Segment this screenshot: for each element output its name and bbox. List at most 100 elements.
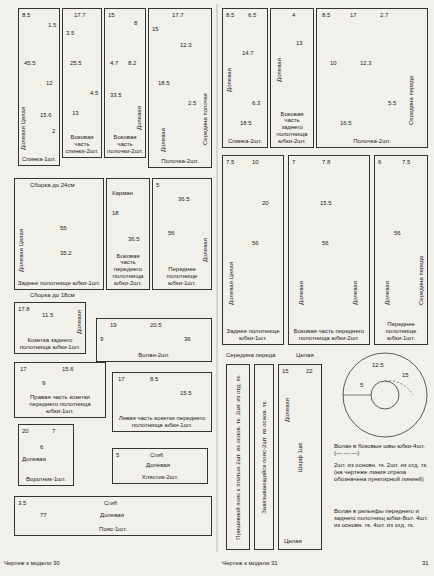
- dimension: 6.5: [248, 12, 256, 19]
- dimension: 17: [350, 12, 357, 19]
- dimension: 9: [42, 380, 45, 387]
- pattern-label: Долевая Целая: [228, 262, 235, 305]
- pattern-label: Долевая: [384, 281, 391, 305]
- dimension: 17: [20, 366, 27, 373]
- piece-name: Левая часть кокетки переднего полотнища …: [115, 415, 209, 429]
- dimension: 33.5: [110, 92, 122, 99]
- piece-name: Правая часть кокетки переднего полотнища…: [17, 394, 103, 415]
- dimension: 56: [322, 240, 329, 247]
- dimension: 17.8: [18, 306, 30, 313]
- dimension: 2.7: [380, 12, 388, 19]
- pattern-label: Чертеж к модели 31: [222, 560, 278, 567]
- flounce-radius: [343, 395, 371, 396]
- pattern-label: Карман: [112, 190, 133, 197]
- dimension: 18.5: [158, 80, 170, 87]
- piece-name: Хлястик-2шт.: [115, 474, 205, 481]
- piece-caption: Полочка-2шт.: [319, 138, 425, 145]
- flounce-circle: [343, 353, 427, 437]
- piece-caption: Боковая часть переднего полотнища юбки-2…: [109, 253, 147, 287]
- dimension: 31: [422, 560, 429, 567]
- dimension: 12.3: [180, 42, 192, 49]
- pattern-label: Долевая: [284, 398, 291, 422]
- pattern-label: Волан в боковые швы юбки-4шт. (— — —): [334, 443, 430, 457]
- pattern-label: Долевая: [160, 128, 167, 152]
- piece-name: Воротник-1шт.: [21, 476, 71, 483]
- dimension: 7: [292, 159, 295, 166]
- piece-name: Пришивной пояс к платью 2шт. из основ. т…: [235, 368, 242, 546]
- pattern-piece: Заднее полотнище юбки-1шт.: [222, 155, 284, 345]
- piece-name: Волан-2шт.: [99, 352, 209, 359]
- pattern-label: Середина переда: [226, 352, 275, 359]
- dimension: 20: [262, 200, 269, 207]
- dimension: 20: [22, 428, 29, 435]
- piece-name: Боковая часть заднего полотнища юбки-2шт…: [273, 111, 311, 145]
- dimension: 15: [282, 368, 289, 375]
- piece-caption: Заднее полотнище юбки-1шт.: [17, 280, 101, 287]
- piece-name: Переднее полотнище юбки-1шт.: [377, 321, 425, 342]
- pattern-piece: Переднее полотнище юбки-1шт.: [152, 178, 212, 290]
- dimension: 7: [52, 428, 55, 435]
- pattern-piece: Боковая часть переднего полотнища юбки-2…: [288, 155, 370, 345]
- piece-caption: Боковая часть переднего полотнища юбки-2…: [291, 328, 367, 342]
- piece-caption: Пояс-1шт.: [17, 526, 209, 533]
- pattern-label: Сборка до 24см: [30, 182, 75, 189]
- pattern-label: Долевая: [146, 462, 170, 469]
- dimension: 8.5: [322, 12, 330, 19]
- piece-name: Заднее полотнище юбки-1шт.: [17, 280, 101, 287]
- pattern-piece: Правая часть кокетки переднего полотнища…: [14, 362, 106, 418]
- pattern-label: Сборка до 18см: [30, 292, 75, 299]
- dimension: 8.5: [22, 12, 30, 19]
- pattern-label: Сгиб: [104, 500, 117, 507]
- dimension: 12.3: [360, 60, 372, 67]
- piece-name: Переднее полотнище юбки-1шт.: [155, 266, 209, 287]
- pattern-piece: Переднее полотнище юбки-1шт.: [374, 155, 428, 345]
- dimension: 36: [184, 336, 191, 343]
- dimension: 5: [156, 182, 159, 189]
- dimension: 4: [292, 12, 295, 19]
- dimension: 56: [252, 240, 259, 247]
- dimension: 7.5: [402, 159, 410, 166]
- dimension: 22: [306, 368, 313, 375]
- piece-name: Боковая часть полочки-2шт.: [107, 134, 143, 155]
- dimension: 5: [360, 382, 363, 389]
- dimension: 36.5: [178, 196, 190, 203]
- dimension: 15: [402, 372, 409, 379]
- pattern-label: Волан в рельефы переднего и заднего поло…: [334, 508, 430, 529]
- dimension: 6: [40, 444, 43, 451]
- pattern-label: 2шт. из основн. тк. 2шт. из отд. тк. (на…: [334, 462, 430, 483]
- dimension: 13: [72, 110, 79, 117]
- dimension: 13: [296, 40, 303, 47]
- piece-name: Пояс-1шт.: [17, 526, 209, 533]
- pattern-label: Долевая: [100, 512, 124, 519]
- piece-caption: Боковая часть спинки-2шт.: [65, 134, 99, 155]
- piece-name: Завязывающийся пояс-2шт. из основ. тк.: [261, 368, 268, 546]
- pattern-label: Долевая: [352, 281, 359, 305]
- dimension: 6: [378, 159, 381, 166]
- dimension: 19: [110, 322, 117, 329]
- piece-caption: Переднее полотнище юбки-1шт.: [377, 321, 425, 342]
- dimension: 17.7: [172, 12, 184, 19]
- pattern-label: Середина переда: [418, 256, 425, 305]
- dimension: 15.6: [40, 112, 52, 119]
- dimension: 10: [330, 60, 337, 67]
- pattern-piece: Левая часть кокетки переднего полотнища …: [112, 372, 212, 432]
- pattern-label: Долевая Целая: [20, 107, 27, 150]
- piece-caption: Кокетка заднего полотнища юбки-1шт.: [17, 337, 83, 351]
- dimension: 16.5: [340, 120, 352, 127]
- piece-caption: Полочка-2шт.: [151, 158, 209, 165]
- piece-name: Боковая часть переднего полотнища юбки-2…: [291, 328, 367, 342]
- dimension: 15.5: [180, 390, 192, 397]
- piece-caption: Спинка-1шт.: [21, 156, 57, 163]
- pattern-label: Долевая: [226, 68, 233, 92]
- dimension: 5: [116, 452, 119, 459]
- piece-caption: Заднее полотнище юбки-1шт.: [225, 328, 281, 342]
- pattern-label: Долевая: [22, 456, 46, 463]
- dimension: 55: [60, 225, 67, 232]
- pattern-label: Долевая: [298, 281, 305, 305]
- dimension: 12: [46, 80, 53, 87]
- dimension: 12.5: [372, 362, 384, 369]
- dimension: 17: [118, 376, 125, 383]
- piece-caption: Шарф 1шт.: [297, 368, 304, 546]
- dimension: 9: [100, 336, 103, 343]
- dimension: 2.5: [188, 100, 196, 107]
